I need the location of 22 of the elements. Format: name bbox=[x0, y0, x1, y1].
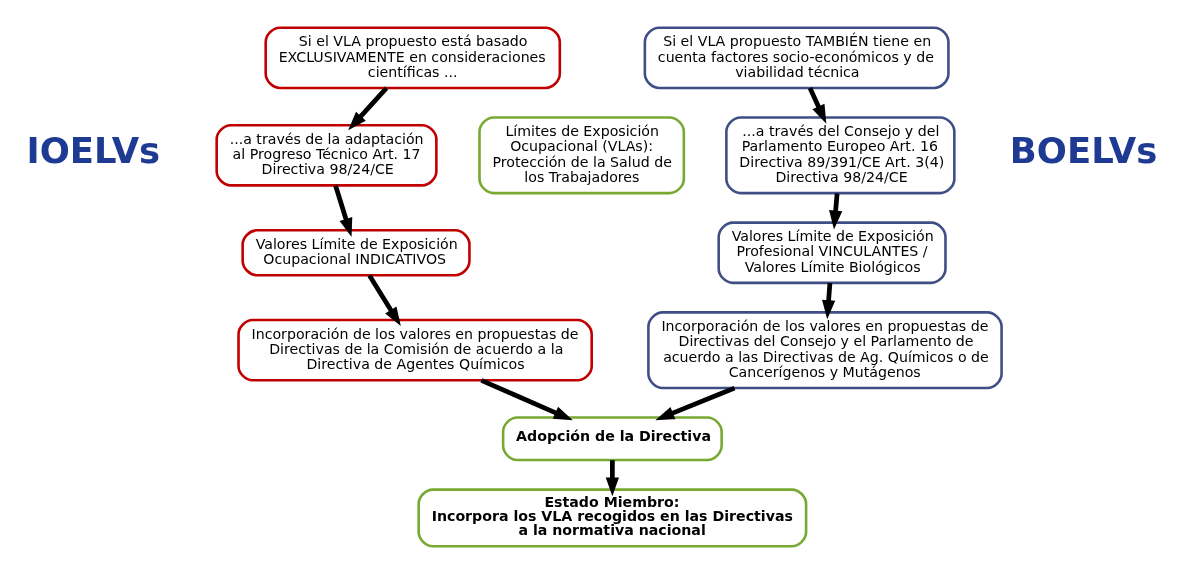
arrow bbox=[480, 378, 573, 421]
node-box: ...a través del Consejo y del Parlamento Europeo Art. 16 Directiva 89/391/CE Art. 3(4) Directiva 98/24/CE bbox=[725, 116, 956, 195]
arrow bbox=[367, 274, 401, 327]
node-box: Si el VLA propuesto TAMBIÉN tiene en cuenta factores socio-económicos y de viabilidad técnica bbox=[643, 26, 950, 90]
node-box: ...a través de la adaptación al Progreso Técnico Art. 17 Directiva 98/24/CE bbox=[215, 123, 438, 187]
node-box: Adopción de la Directiva bbox=[501, 416, 723, 462]
arrow bbox=[605, 460, 619, 497]
arrow bbox=[807, 87, 827, 124]
node-box: Valores Límite de Exposición Ocupacional INDICATIVOS bbox=[241, 229, 471, 277]
arrow bbox=[822, 282, 836, 320]
label: IOELVs bbox=[26, 129, 161, 171]
arrow bbox=[333, 184, 353, 238]
node-box: Incorporación de los valores en propuestas de Directivas de la Comisión de acuerdo a la Directiva de Agentes Químicos bbox=[237, 318, 593, 382]
node-box: Estado Miembro: Incorpora los VLA recogidos en las Directivas a la normativa nacional bbox=[417, 488, 808, 548]
label: BOELVs bbox=[1009, 129, 1158, 171]
arrow bbox=[655, 385, 736, 421]
arrow bbox=[829, 193, 843, 230]
arrow bbox=[348, 86, 389, 131]
node-box: Si el VLA propuesto está basado EXCLUSIVAMENTE en consideraciones científicas ... bbox=[264, 26, 562, 90]
node-box: Incorporación de los valores en propuestas de Directivas del Consejo y el Parlamento de acuerdo a las Directivas de Ag. Químicos o de Cancerígenos y Mutágenos bbox=[647, 311, 1003, 390]
node-box: Límites de Exposición Ocupacional (VLAs): Protección de la Salud de los Trabajadores bbox=[478, 116, 686, 195]
node-box: Valores Límite de Exposición Profesional VINCULANTES / Valores Límite Biológicos bbox=[717, 221, 947, 285]
